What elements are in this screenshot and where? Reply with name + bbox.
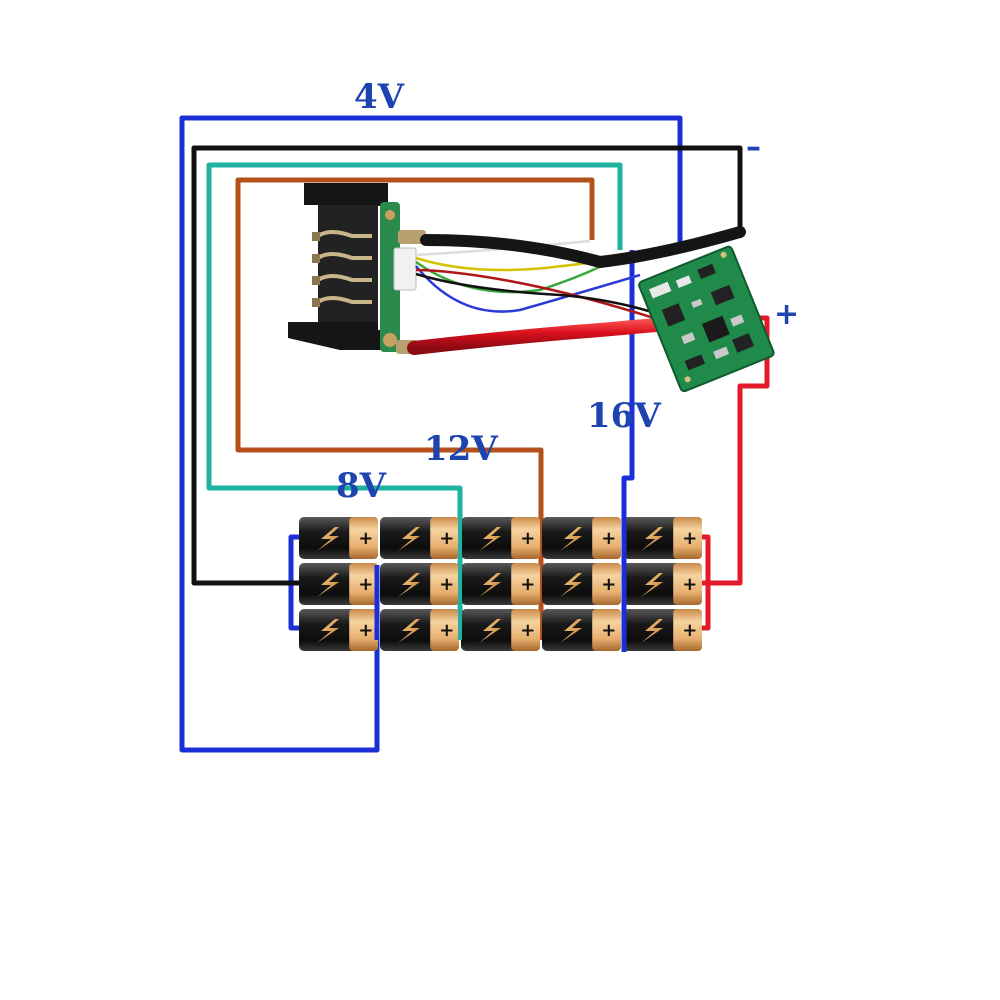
blue-wire-4v xyxy=(179,115,683,753)
battery-cell: + xyxy=(542,517,621,559)
metal-contacts xyxy=(316,230,372,304)
cell-positive-mark: + xyxy=(520,574,535,595)
battery-cell: + xyxy=(299,517,378,559)
cell-positive-mark: + xyxy=(682,574,697,595)
cell-positive-mark: + xyxy=(358,620,373,641)
lightning-bolt-icon xyxy=(479,527,501,551)
battery-cell: + xyxy=(380,517,459,559)
lightning-bolt-icon xyxy=(398,573,420,597)
cell-positive-mark: + xyxy=(682,528,697,549)
cell-positive-mark: + xyxy=(682,620,697,641)
red-wire-positive xyxy=(702,315,770,586)
label-positive: + xyxy=(774,297,799,332)
black-wire-negative xyxy=(191,145,743,586)
lightning-bolt-icon xyxy=(317,619,339,643)
lightning-bolt-icon xyxy=(479,619,501,643)
label-16v: 16V xyxy=(587,396,661,436)
lightning-bolt-icon xyxy=(641,573,663,597)
battery-cell: + xyxy=(542,609,621,651)
battery-cell: + xyxy=(299,563,378,605)
battery-pack: + + + + + + + + + + + + + + + xyxy=(299,517,702,651)
cell-positive-mark: + xyxy=(358,574,373,595)
lightning-bolt-icon xyxy=(317,573,339,597)
battery-cell: + xyxy=(299,609,378,651)
red-cable xyxy=(407,311,742,355)
lightning-bolt-icon xyxy=(560,619,582,643)
lightning-bolt-icon xyxy=(398,527,420,551)
battery-cell: + xyxy=(461,517,540,559)
red-wire-bracket xyxy=(700,534,711,631)
lightning-bolt-icon xyxy=(560,573,582,597)
battery-cell: + xyxy=(461,609,540,651)
battery-cell: + xyxy=(380,563,459,605)
lightning-bolt-icon xyxy=(317,527,339,551)
cell-positive-mark: + xyxy=(439,620,454,641)
cell-positive-mark: + xyxy=(520,620,535,641)
cell-positive-mark: + xyxy=(520,528,535,549)
lightning-bolt-icon xyxy=(398,619,420,643)
battery-cell: + xyxy=(380,609,459,651)
lightning-bolt-icon xyxy=(560,527,582,551)
cell-positive-mark: + xyxy=(439,528,454,549)
lightning-bolt-icon xyxy=(641,619,663,643)
battery-cell: + xyxy=(461,563,540,605)
battery-cell: + xyxy=(623,563,702,605)
label-negative: – xyxy=(746,130,761,165)
battery-cell: + xyxy=(623,517,702,559)
cell-positive-mark: + xyxy=(439,574,454,595)
label-4v: 4V xyxy=(354,77,405,117)
teal-wire-8v xyxy=(206,162,623,640)
cell-positive-mark: + xyxy=(358,528,373,549)
cell-positive-mark: + xyxy=(601,528,616,549)
label-8v: 8V xyxy=(336,466,387,506)
battery-cell: + xyxy=(623,609,702,651)
cell-positive-mark: + xyxy=(601,574,616,595)
lightning-bolt-icon xyxy=(479,573,501,597)
battery-cell: + xyxy=(542,563,621,605)
battery-terminal-connector xyxy=(288,183,426,354)
blue-wire-16v xyxy=(621,250,635,652)
black-cable xyxy=(420,226,746,269)
protection-circuit-board xyxy=(638,245,775,393)
label-12v: 12V xyxy=(424,429,498,469)
cell-positive-mark: + xyxy=(601,620,616,641)
lightning-bolt-icon xyxy=(641,527,663,551)
brown-wire-12v xyxy=(235,177,595,640)
